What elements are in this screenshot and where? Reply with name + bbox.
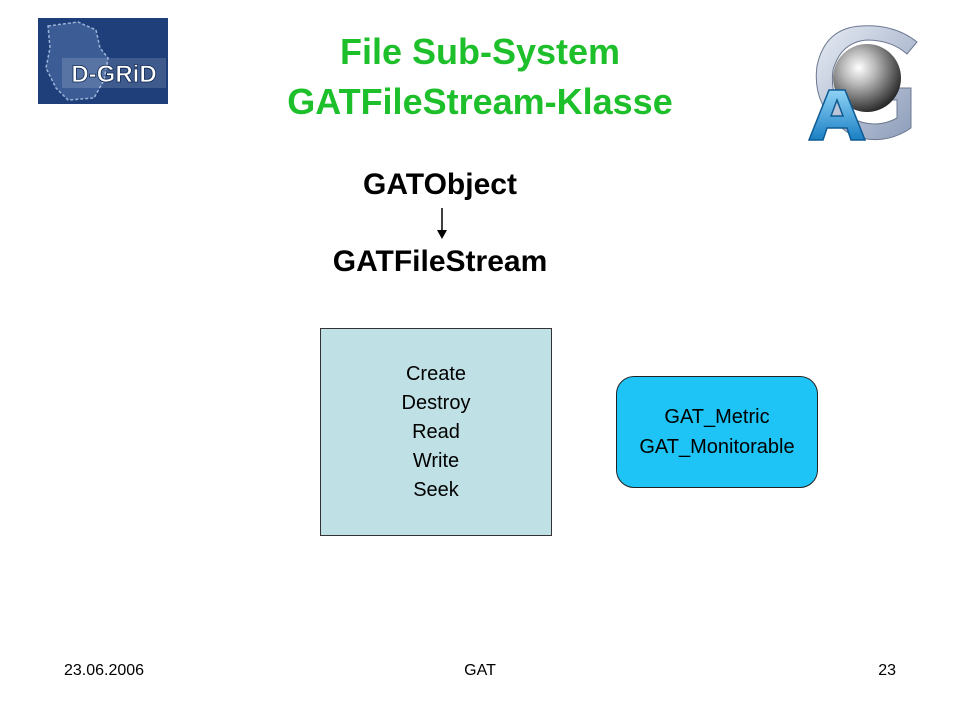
slide-title-line-1: File Sub-System	[339, 31, 621, 72]
parent-class-label: GATObject	[363, 168, 517, 201]
method-read: Read	[412, 420, 460, 443]
footer-date: 23.06.2006	[64, 662, 145, 679]
slide-title-line-2: GATFileStream-Klasse	[287, 81, 673, 122]
interface-gat-monitorable: GAT_Monitorable	[639, 436, 795, 458]
method-write: Write	[412, 449, 460, 472]
ag-sphere-logo	[795, 18, 925, 146]
child-class-label: GATFileStream	[332, 245, 548, 278]
method-seek: Seek	[413, 478, 459, 501]
interfaces-box: GAT_Metric GAT_Monitorable	[616, 376, 818, 488]
interface-gat-metric: GAT_Metric	[664, 406, 770, 428]
d-grid-logo-text: D-GRiD	[71, 61, 156, 88]
methods-box: Create Destroy Read Write Seek	[320, 328, 552, 536]
footer-center-label: GAT	[464, 662, 496, 679]
method-destroy: Destroy	[401, 391, 471, 414]
d-grid-logo: D-GRiD	[38, 18, 168, 104]
method-create: Create	[405, 362, 467, 385]
footer-page-number: 23	[878, 662, 896, 679]
inheritance-arrow-icon	[430, 208, 454, 240]
